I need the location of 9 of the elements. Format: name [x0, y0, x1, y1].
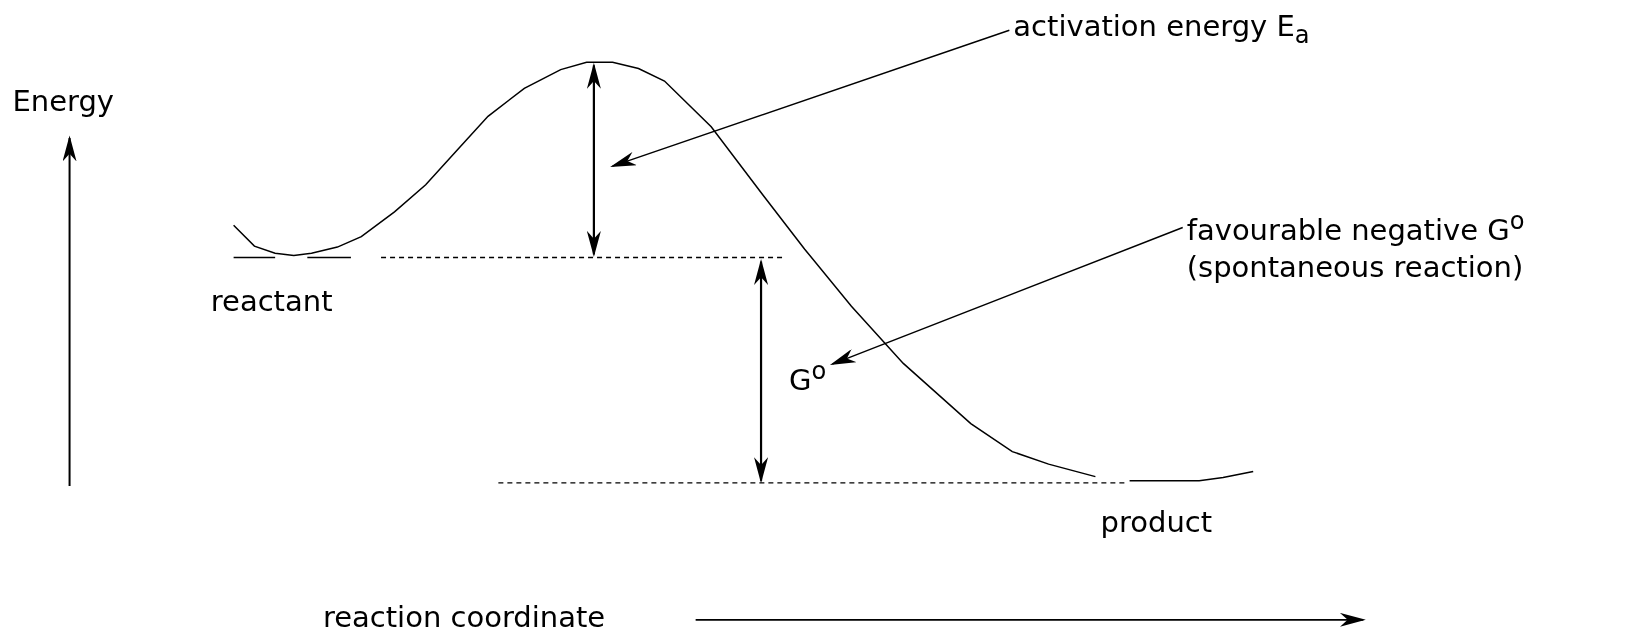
state-label: product — [1100, 503, 1213, 541]
axis-label: Energy — [12, 83, 114, 121]
annotation-text: favourable negative G$^{o}$ (spontaneous reaction) — [1186, 205, 1617, 287]
state-label: reactant — [210, 283, 333, 321]
leader-arrow — [831, 226, 1184, 367]
annotation-text: activation energy E$_{a}$ — [1013, 8, 1310, 52]
axis-label: reaction coordinate — [322, 599, 606, 633]
leader-arrow — [611, 29, 1011, 169]
quantity-label: G$^{o}$ — [789, 356, 827, 400]
